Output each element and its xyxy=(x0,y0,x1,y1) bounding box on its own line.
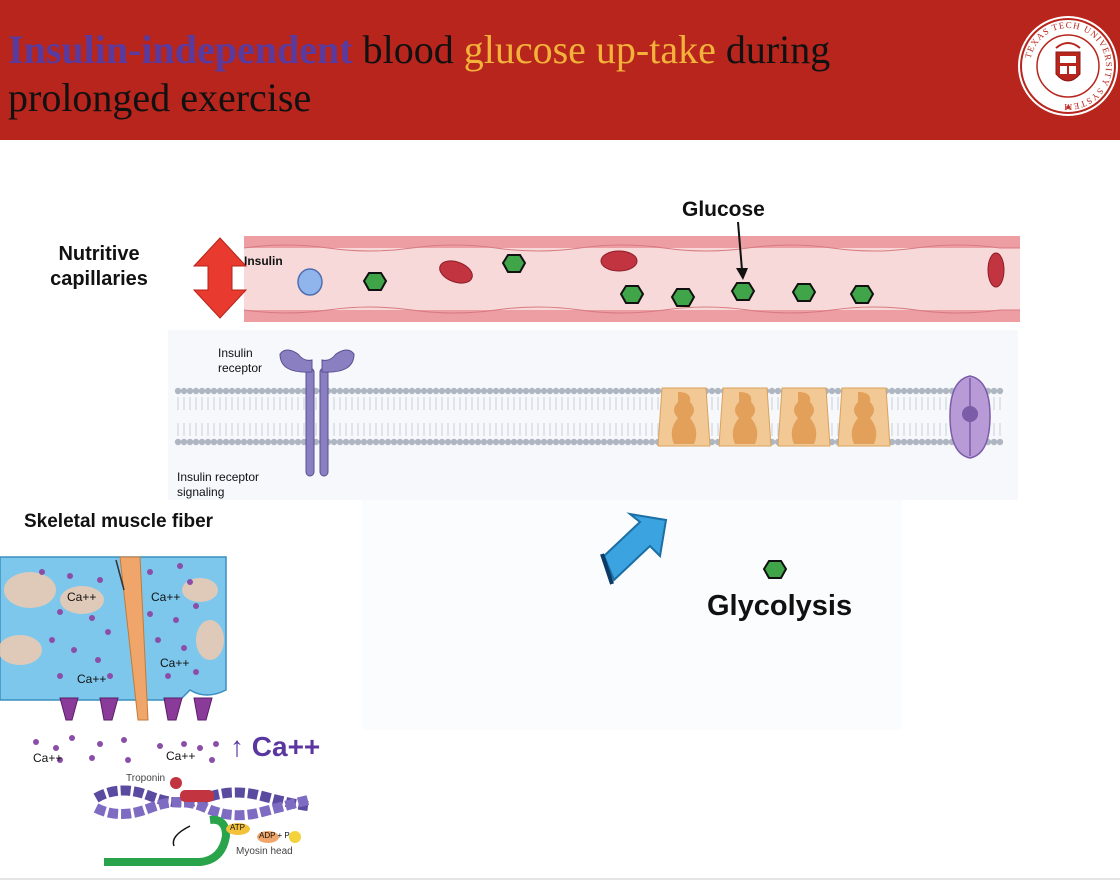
myosin-head xyxy=(104,815,301,866)
red-blood-cell-icon xyxy=(600,250,638,272)
glucose-molecule-icon xyxy=(670,288,696,307)
insulin-molecule-icon xyxy=(297,268,323,296)
glucose-molecule-icon xyxy=(762,560,788,579)
glucose-molecule-icon xyxy=(619,285,645,304)
red-blood-cell-icon xyxy=(987,252,1005,288)
glut4-transporters xyxy=(657,387,891,447)
troponin-label: Troponin xyxy=(126,773,166,784)
skeletal-muscle-fiber-label: Skeletal muscle fiber xyxy=(24,511,214,532)
calcium-label: Ca++ xyxy=(166,749,196,763)
title-glucose-uptake: glucose up-take xyxy=(463,27,716,72)
glucose-molecule-icon xyxy=(730,282,756,301)
calcium-increase-label: ↑ Ca++ xyxy=(230,731,321,762)
glucose-molecule-icon xyxy=(791,283,817,302)
adp-p-label: ADP + P xyxy=(259,831,290,840)
capillary-vessel xyxy=(243,236,1020,322)
glycolysis-label: Glycolysis xyxy=(707,590,853,622)
glucose-molecule-icon xyxy=(362,272,388,291)
cell-membrane-bilayer xyxy=(174,387,1004,446)
slide-bottom-border xyxy=(0,878,1120,880)
title-bar xyxy=(0,0,1120,140)
calcium-label: Ca++ xyxy=(67,590,97,604)
actin-filament xyxy=(93,777,310,821)
slide-title: Insulin-independent blood glucose up-tak… xyxy=(8,26,1008,122)
red-blood-cell-icon xyxy=(439,260,473,284)
title-line2: prolonged exercise xyxy=(8,75,312,120)
uptake-direction-arrow xyxy=(600,512,668,585)
title-during: during xyxy=(715,27,831,72)
calcium-label: Ca++ xyxy=(151,590,181,604)
skeletal-muscle-fiber-illustration xyxy=(0,556,310,866)
title-blood: blood xyxy=(352,27,464,72)
calcium-label: Ca++ xyxy=(33,751,63,765)
vasodilation-arrow xyxy=(192,237,248,319)
insulin-receptor-icon xyxy=(279,349,355,477)
calcium-label: Ca++ xyxy=(160,656,190,670)
glucose-pointer-arrow xyxy=(736,221,748,280)
glucose-molecule-icon xyxy=(849,285,875,304)
svg-text:★: ★ xyxy=(1064,103,1071,112)
title-insulin-independent: Insulin-independent xyxy=(8,27,353,72)
glucose-label: Glucose xyxy=(682,198,765,221)
myosin-head-label: Myosin head xyxy=(236,846,293,857)
glucose-molecule-icon xyxy=(501,254,527,273)
calcium-label: Ca++ xyxy=(77,672,107,686)
membrane-channel-icon xyxy=(949,375,991,459)
atp-label: ATP xyxy=(230,823,245,832)
insulin-label: Insulin xyxy=(244,254,283,268)
university-seal-logo: TEXAS TECH UNIVERSITY SYSTEM ★ xyxy=(1018,16,1118,116)
